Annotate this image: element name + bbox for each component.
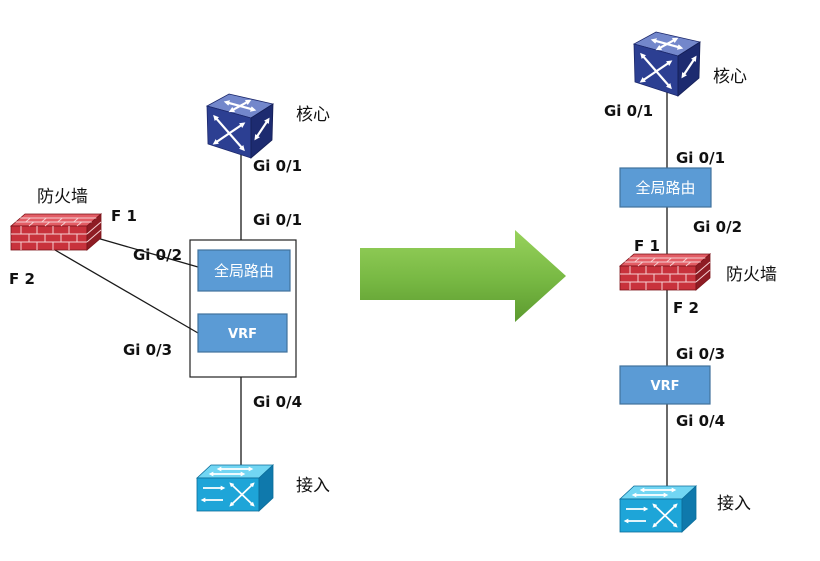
firewall-port-2-label: F 2 [673,299,699,317]
vrf-box [197,313,288,353]
link-firewall-f2-to-vrf [54,249,199,334]
core-switch-icon [207,94,273,158]
before-topology: 全局路由 VRF 核心 Gi 0/1 Gi 0/1 防火墙 F 1 F 2 Gi… [9,94,330,511]
global-route-downlink-port-label: Gi 0/2 [693,218,742,236]
firewall-port-1-label: F 1 [111,207,137,225]
vrf-downlink-port-label: Gi 0/4 [676,412,725,430]
core-label: 核心 [296,105,330,125]
firewall-icon [619,253,711,291]
core-switch-icon [634,32,700,96]
access-label: 接入 [717,494,751,514]
firewall-label: 防火墙 [726,265,777,285]
after-topology: 全局路由 VRF 核心 Gi 0/1 Gi 0/1 Gi 0/2 F 1 防火墙… [604,32,777,532]
vrf-label: VRF [228,327,257,342]
global-route-label: 全局路由 [214,262,274,280]
core-port-label: Gi 0/1 [253,157,302,175]
access-switch-icon [620,486,696,532]
core-port-label: Gi 0/1 [604,102,653,120]
firewall-label: 防火墙 [37,187,88,207]
vrf-label: VRF [651,379,680,394]
global-route-box [197,249,291,292]
global-route-uplink-port-label: Gi 0/1 [676,149,725,167]
global-route-box [619,167,712,208]
global-route-port-label: Gi 0/2 [133,246,182,264]
access-label: 接入 [296,476,330,496]
device-downlink-port-label: Gi 0/4 [253,393,302,411]
vrf-box [619,365,711,405]
link-firewall-f1-to-global-route [96,237,199,268]
firewall-icon [10,213,102,251]
core-label: 核心 [713,67,747,87]
firewall-port-1-label: F 1 [634,237,660,255]
vrf-port-label: Gi 0/3 [123,341,172,359]
firewall-port-2-label: F 2 [9,270,35,288]
device-uplink-port-label: Gi 0/1 [253,211,302,229]
vrf-uplink-port-label: Gi 0/3 [676,345,725,363]
access-switch-icon [197,465,273,511]
global-route-label: 全局路由 [635,179,695,197]
right-arrow-icon [360,230,566,322]
